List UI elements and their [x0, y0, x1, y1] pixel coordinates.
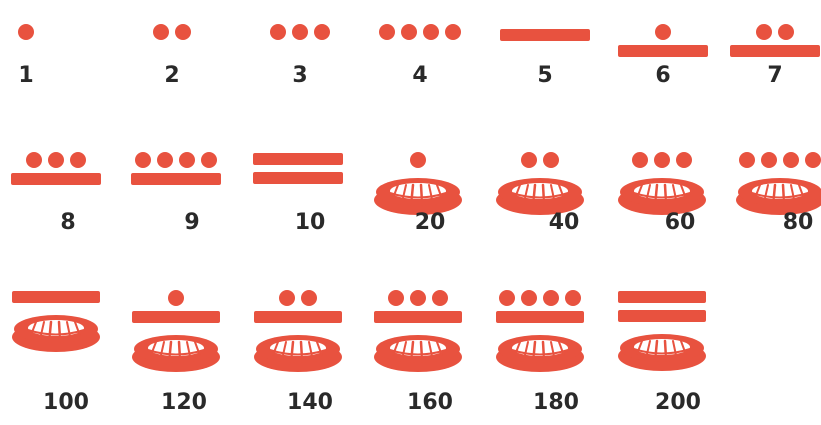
numeral-label: 7 — [715, 65, 821, 87]
numeral-label: 10 — [250, 212, 370, 234]
numeral-label: 100 — [6, 392, 126, 414]
numeral-label: 200 — [618, 392, 738, 414]
dot — [778, 24, 794, 40]
dot — [445, 24, 461, 40]
numeral-label: 120 — [124, 392, 244, 414]
bar — [618, 45, 708, 57]
dot — [521, 152, 537, 168]
bar — [374, 311, 462, 323]
numeral-label: 160 — [370, 392, 490, 414]
dot — [410, 152, 426, 168]
dot — [168, 290, 184, 306]
bar — [618, 291, 706, 303]
dot — [655, 24, 671, 40]
numeral-label: 80 — [738, 212, 821, 234]
dot — [279, 290, 295, 306]
numeral-label: 2 — [112, 65, 232, 87]
dot — [301, 290, 317, 306]
dot — [632, 152, 648, 168]
dot — [543, 152, 559, 168]
shell-icon — [12, 315, 100, 352]
dot — [410, 290, 426, 306]
dot — [157, 152, 173, 168]
dot — [388, 290, 404, 306]
bar — [496, 311, 584, 323]
dot — [18, 24, 34, 40]
numeral-label: 4 — [360, 65, 480, 87]
dot — [739, 152, 755, 168]
bar — [11, 173, 101, 185]
shell-icon — [374, 335, 462, 372]
shell-icon — [496, 335, 584, 372]
dot — [654, 152, 670, 168]
dot — [761, 152, 777, 168]
numeral-label: 8 — [8, 212, 128, 234]
dot — [783, 152, 799, 168]
numeral-label: 5 — [485, 65, 605, 87]
dot — [26, 152, 42, 168]
numeral-label: 40 — [504, 212, 624, 234]
bar — [12, 291, 100, 303]
bar — [618, 310, 706, 322]
dot — [48, 152, 64, 168]
bar — [253, 153, 343, 165]
dot — [179, 152, 195, 168]
numeral-label: 9 — [132, 212, 252, 234]
dot — [676, 152, 692, 168]
numeral-label: 6 — [603, 65, 723, 87]
dot — [565, 290, 581, 306]
bar — [500, 29, 590, 41]
dot — [135, 152, 151, 168]
dot — [292, 24, 308, 40]
dot — [499, 290, 515, 306]
shell-icon — [254, 335, 342, 372]
dot — [401, 24, 417, 40]
dot — [314, 24, 330, 40]
bar — [132, 311, 220, 323]
dot — [70, 152, 86, 168]
numeral-label: 60 — [620, 212, 740, 234]
bar — [131, 173, 221, 185]
dot — [201, 152, 217, 168]
numeral-label: 1 — [0, 65, 86, 87]
dot — [379, 24, 395, 40]
numeral-label: 20 — [370, 212, 490, 234]
shell-icon — [132, 335, 220, 372]
numeral-label: 180 — [496, 392, 616, 414]
dot — [432, 290, 448, 306]
dot — [756, 24, 772, 40]
bar — [730, 45, 820, 57]
dot — [521, 290, 537, 306]
dot — [805, 152, 821, 168]
dot — [153, 24, 169, 40]
dot — [270, 24, 286, 40]
bar — [253, 172, 343, 184]
numeral-label: 3 — [240, 65, 360, 87]
bar — [254, 311, 342, 323]
shell-icon — [618, 334, 706, 371]
dot — [543, 290, 559, 306]
dot — [175, 24, 191, 40]
numeral-label: 140 — [250, 392, 370, 414]
dot — [423, 24, 439, 40]
